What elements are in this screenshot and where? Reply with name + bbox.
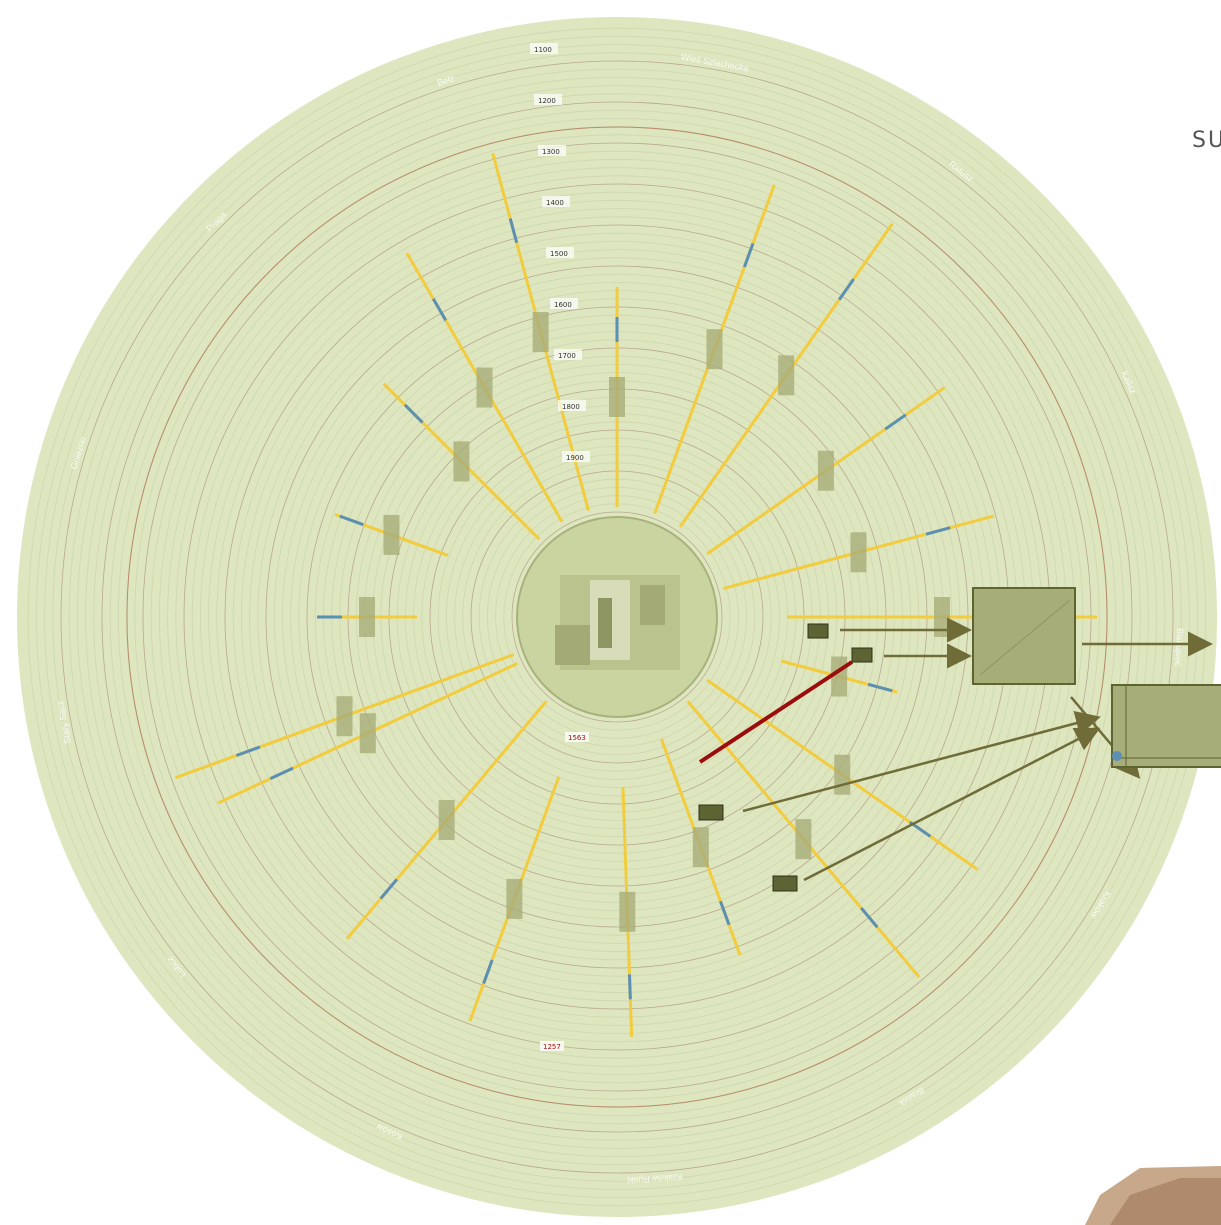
red-marker-1563: 1563 (565, 732, 589, 742)
ray-blue-segment (339, 514, 364, 527)
ray-box-4[interactable] (851, 647, 873, 663)
ring-year-label-bg (558, 400, 586, 411)
ray-blue-segment (431, 297, 448, 322)
ring-year-label: 1200 (538, 97, 556, 105)
building-block (532, 312, 549, 353)
building-block (506, 878, 523, 919)
ray-blue-segment (403, 403, 424, 424)
building-block (817, 450, 834, 491)
building-block (359, 597, 375, 637)
ray-box-3[interactable] (807, 623, 829, 639)
year-ring (77, 77, 1157, 1157)
building-block (453, 441, 470, 482)
year-ring (52, 52, 1182, 1182)
ray-blue-segment (838, 278, 855, 301)
ray-blue-segment (884, 413, 907, 431)
detail-box-center[interactable] (972, 587, 1076, 685)
year-ring (93, 93, 1141, 1141)
ray-blue-segment (379, 878, 398, 900)
year-ring (36, 36, 1198, 1198)
ring-year-label: 1800 (562, 403, 580, 411)
building-block (778, 355, 795, 396)
ring-year-label-bg (530, 43, 558, 54)
building-block (834, 754, 851, 795)
year-ring (134, 134, 1100, 1100)
building-block (359, 713, 376, 754)
center-site-plan (516, 516, 718, 718)
year-rings (27, 27, 1207, 1207)
building-block (795, 819, 812, 860)
building-photo-fragment (1085, 1166, 1221, 1225)
ring-year-label: 1600 (554, 301, 572, 309)
ray-blue-segment (269, 766, 294, 781)
ring-year-label-bg (542, 196, 570, 207)
ring-year-label-bg (562, 451, 590, 462)
ray-blue-segment (235, 745, 261, 757)
building-block (336, 696, 353, 737)
ring-year-label-bg (538, 145, 566, 156)
year-ring (27, 27, 1207, 1207)
building-block (706, 329, 723, 370)
ray-blue-segment (627, 974, 632, 1000)
ring-year-label-bg (546, 247, 574, 258)
building-blocks (336, 312, 950, 932)
building-block (476, 367, 493, 408)
building-block (609, 377, 625, 417)
building-block (383, 514, 400, 555)
ray-blue-segment (867, 682, 893, 693)
ray-blue-segment (482, 959, 494, 984)
detail-box-right[interactable] (1111, 684, 1221, 768)
year-ring (117, 117, 1117, 1117)
annotation-arrows (742, 617, 1213, 882)
building-block (850, 532, 867, 573)
ring-year-label: 1900 (566, 454, 584, 462)
ray-blue-segment (860, 907, 879, 929)
year-ring (60, 60, 1174, 1174)
year-ring (44, 44, 1190, 1190)
building-block (692, 827, 709, 868)
ray-box-2[interactable] (772, 875, 798, 892)
year-ring (109, 109, 1125, 1125)
ring-year-label-bg (550, 298, 578, 309)
selected-ray[interactable] (698, 660, 854, 764)
building-block (831, 656, 848, 697)
ring-year-label-bg (534, 94, 562, 105)
ray-blue-segment (719, 900, 731, 926)
ring-year-labels: 1100 1200 1300 1400 1500 1600 1700 1800 1900 (530, 43, 590, 462)
year-ring (511, 511, 723, 723)
building-block (934, 597, 950, 637)
outer-ring (126, 126, 1108, 1108)
year-ring (68, 68, 1166, 1166)
svg-text:1563: 1563 (568, 734, 586, 742)
ray-label: Biskupiec (1173, 628, 1185, 667)
ring-year-label: 1100 (534, 46, 552, 54)
ray-box-1[interactable] (698, 804, 724, 821)
ray-blue-segment (508, 218, 519, 244)
building-block (619, 891, 636, 932)
ring-year-label: 1400 (546, 199, 564, 207)
ring-year-label: 1500 (550, 250, 568, 258)
ray-blue-segment (742, 242, 755, 268)
red-marker-1257: 1257 (540, 1041, 564, 1051)
ray-label: Kraków Ruski (627, 1172, 683, 1186)
ring-year-label: 1300 (542, 148, 560, 156)
ray-blue-segment (925, 526, 951, 536)
svg-text:1257: 1257 (543, 1043, 561, 1051)
ring-year-label-bg (554, 349, 582, 360)
corner-text: SU (1192, 128, 1221, 153)
ring-year-label: 1700 (558, 352, 576, 360)
building-block (438, 800, 455, 841)
year-ring (85, 85, 1149, 1149)
year-ring (101, 101, 1133, 1133)
